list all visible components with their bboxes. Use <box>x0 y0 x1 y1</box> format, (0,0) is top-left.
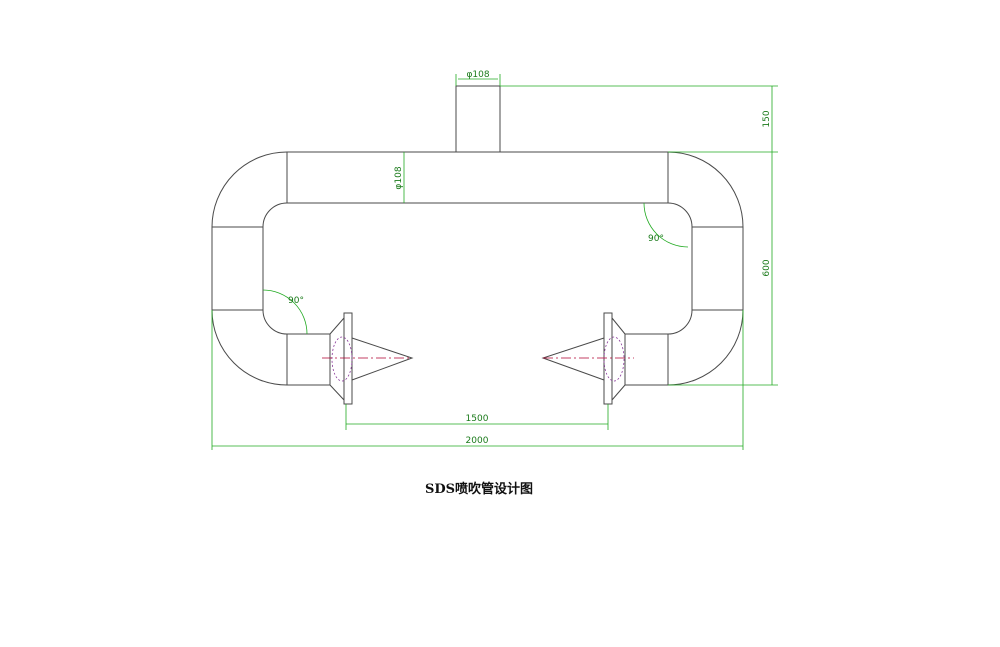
right-nozzle-taper <box>611 317 626 401</box>
inlet-height-label: 150 <box>762 110 772 127</box>
left-nozzle-taper <box>329 317 345 401</box>
total-height-dim <box>668 152 778 386</box>
inlet-stub <box>455 85 501 153</box>
right-outlet-pipe <box>624 333 669 386</box>
total-height-label: 600 <box>762 259 772 276</box>
right-angle-arc <box>643 202 689 248</box>
left-cone <box>351 337 414 381</box>
right-bottom-elbow <box>667 309 744 386</box>
left-hidden-circle <box>331 336 353 382</box>
right-nozzle <box>541 312 634 405</box>
inlet-diameter-dim <box>455 74 501 86</box>
left-nozzle <box>322 312 414 405</box>
left-vertical-pipe <box>211 226 264 311</box>
right-flange <box>603 312 613 405</box>
inlet-diameter-label: φ108 <box>466 70 489 80</box>
total-width-dim <box>211 310 744 450</box>
top-pipe <box>286 151 669 204</box>
right-hidden-circle <box>603 336 625 382</box>
dimensions: φ108 φ108 150 600 1500 2000 90° 90° <box>211 70 778 450</box>
nozzle-distance-label: 1500 <box>466 414 489 424</box>
left-angle-label: 90° <box>288 296 304 306</box>
right-angle-label: 90° <box>648 234 664 244</box>
right-vertical-pipe <box>691 226 744 311</box>
right-top-elbow <box>667 151 744 228</box>
left-flange <box>343 312 353 405</box>
left-angle-arc <box>262 289 308 335</box>
inlet-height-dim <box>500 85 778 153</box>
total-width-label: 2000 <box>466 436 489 446</box>
pipe-body <box>211 85 744 386</box>
drawing-caption: SDS喷吹管设计图 <box>424 482 534 497</box>
nozzle-distance-dim <box>345 404 609 430</box>
left-top-elbow <box>211 151 288 228</box>
pipe-diameter-label: φ108 <box>394 166 404 189</box>
left-outlet-pipe <box>286 333 331 386</box>
left-bottom-elbow <box>211 309 288 386</box>
right-cone <box>541 337 605 381</box>
